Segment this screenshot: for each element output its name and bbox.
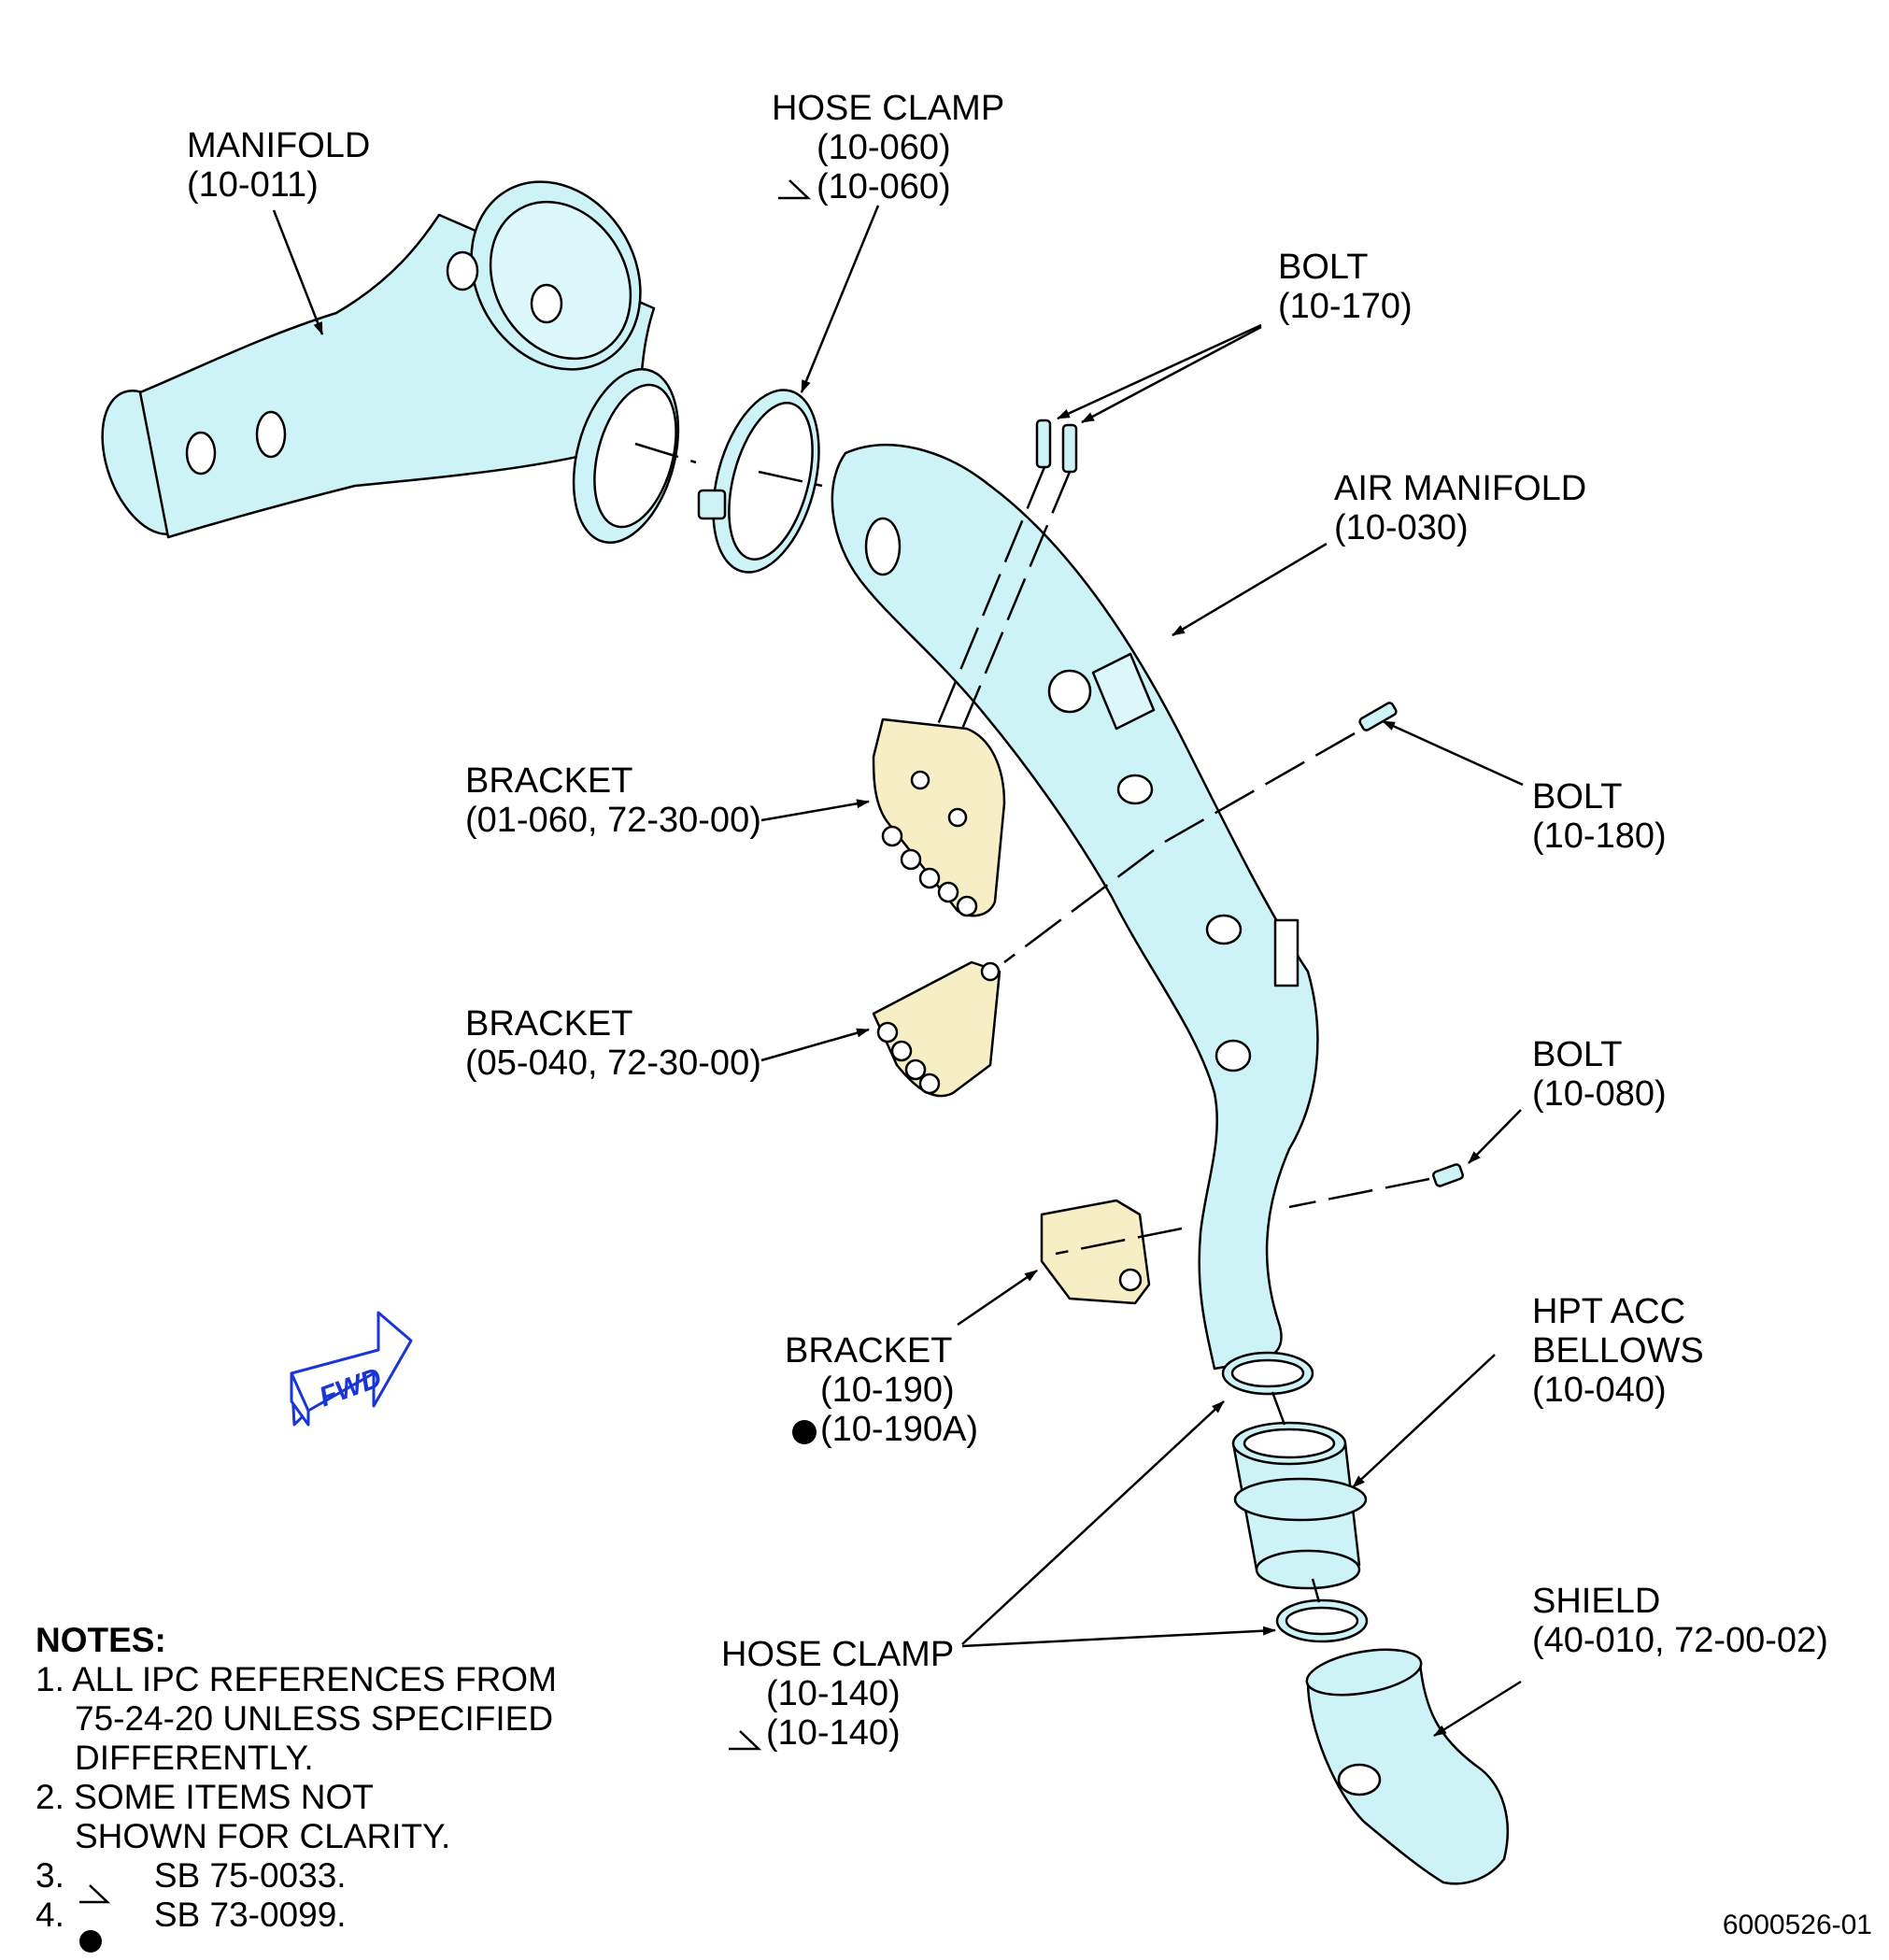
note-2: 2. SOME ITEMS NOT (36, 1778, 557, 1817)
shield-label: SHIELD (40-010, 72-00-02) (1532, 1582, 1828, 1660)
label-ref: (10-040) (1532, 1371, 1667, 1410)
label-name: BRACKET (465, 1004, 633, 1044)
label-name: HOSE CLAMP (772, 89, 1005, 128)
bellows-part (1231, 1421, 1368, 1590)
bracket-05-040-part (872, 960, 1001, 1098)
manifold-label: MANIFOLD (10-011) (187, 126, 370, 205)
note-1-line-3: DIFFERENTLY. (75, 1739, 314, 1777)
manifold-part (101, 180, 680, 544)
bolt-10-080-label: BOLT (10-080) (1532, 1035, 1667, 1114)
bracket-10-190-part (1040, 1199, 1151, 1305)
label-name: BRACKET (785, 1331, 953, 1371)
fwd-arrow: FWD (290, 1311, 413, 1427)
note-3: 3. SB 75-0033. (36, 1856, 557, 1896)
bolt-10-180-part (1358, 702, 1398, 731)
label-ref: (10-190) (820, 1371, 955, 1410)
label-ref-sb: (10-140) (766, 1713, 901, 1753)
label-name: AIR MANIFOLD (1334, 469, 1587, 508)
label-name: BOLT (1532, 777, 1623, 817)
hose-clamp-bottom-part (1221, 1351, 1369, 1643)
shield-part (1305, 1648, 1509, 1885)
note-2-line-2: SHOWN FOR CLARITY. (75, 1817, 451, 1855)
bolt-10-170-part (1035, 419, 1078, 474)
note-1: 1. ALL IPC REFERENCES FROM (36, 1660, 557, 1699)
note-number: 1. (36, 1660, 64, 1698)
label-name-2: BELLOWS (1532, 1331, 1704, 1371)
label-ref: (01-060, 72-30-00) (465, 801, 761, 840)
notes-heading: NOTES: (36, 1621, 166, 1659)
bolt-10-180-label: BOLT (10-180) (1532, 777, 1667, 856)
hose-clamp-top-part (697, 389, 820, 574)
label-ref: (10-030) (1334, 508, 1469, 547)
note-text: SB 75-0033. (153, 1856, 347, 1895)
note-number: 4. (36, 1896, 64, 1934)
label-ref: (10-080) (1532, 1074, 1667, 1114)
label-ref: (10-140) (766, 1674, 901, 1713)
label-name: HOSE CLAMP (721, 1635, 955, 1674)
label-ref: (10-011) (187, 165, 319, 205)
label-ref: (10-170) (1278, 287, 1413, 326)
label-name: BRACKET (465, 761, 633, 801)
bellows-label: HPT ACC BELLOWS (10-040) (1532, 1292, 1704, 1410)
note-number: 3. (36, 1856, 64, 1895)
note-text: SB 73-0099. (153, 1896, 347, 1934)
bracket-10-190-label: BRACKET (10-190) (10-190A) (785, 1331, 978, 1449)
air-manifold-label: AIR MANIFOLD (10-030) (1334, 469, 1586, 547)
figure-id: 6000526-01 (1722, 1910, 1872, 1940)
note-text: ALL IPC REFERENCES FROM (72, 1660, 557, 1698)
note-4: 4. SB 73-0099. (36, 1896, 557, 1935)
bracket-01-060-label: BRACKET (01-060, 72-30-00) (465, 761, 761, 840)
bracket-01-060-part (872, 717, 1006, 917)
bracket-05-040-label: BRACKET (05-040, 72-30-00) (465, 1004, 761, 1083)
label-name-1: HPT ACC (1532, 1292, 1686, 1331)
note-number: 2. (36, 1778, 64, 1816)
hose-clamp-top-label: HOSE CLAMP (10-060) (10-060) (772, 89, 1004, 206)
label-name: SHIELD (1532, 1582, 1661, 1621)
label-name: MANIFOLD (187, 126, 371, 165)
notes-block: NOTES: 1. ALL IPC REFERENCES FROM 75-24-… (36, 1621, 557, 1935)
label-ref: (05-040, 72-30-00) (465, 1044, 761, 1083)
note-text: SOME ITEMS NOT (74, 1778, 374, 1816)
bolt-10-170-label: BOLT (10-170) (1278, 248, 1413, 326)
label-ref: (40-010, 72-00-02) (1532, 1621, 1828, 1660)
note-1-line-2: 75-24-20 UNLESS SPECIFIED (75, 1699, 554, 1738)
label-name: BOLT (1532, 1035, 1623, 1074)
label-ref: (10-060) (817, 128, 951, 167)
label-ref: (10-180) (1532, 817, 1667, 856)
label-name: BOLT (1278, 248, 1369, 287)
label-ref-sb: (10-190A) (820, 1410, 978, 1449)
hose-clamp-bottom-label: HOSE CLAMP (10-140) (10-140) (721, 1635, 954, 1753)
bolt-10-080-part (1432, 1163, 1464, 1187)
label-ref-sb: (10-060) (817, 167, 951, 206)
